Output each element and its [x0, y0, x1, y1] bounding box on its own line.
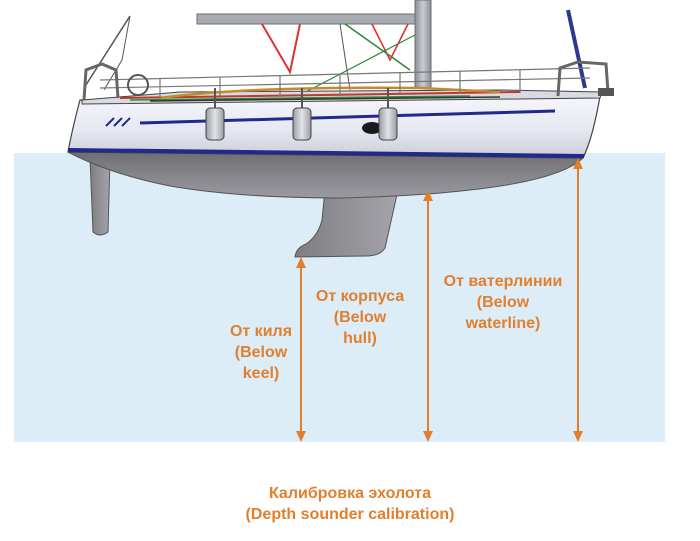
cove-ticks: [105, 117, 131, 127]
hull-underbody: [67, 151, 585, 199]
arrow-below-keel: [296, 257, 306, 442]
waterline-stripe: [67, 148, 585, 158]
caption-ru: Калибровка эхолота: [268, 485, 432, 502]
hull-topsides: [67, 95, 601, 159]
bow-pulpit: [556, 60, 610, 97]
label-below-waterline-en-2: waterline): [465, 315, 541, 332]
rigging: [83, 0, 587, 96]
arrow-below-hull: [423, 190, 433, 442]
label-below-keel-ru: От киля: [229, 323, 293, 340]
label-below-waterline: От ватерлинии (Below waterline): [418, 271, 588, 334]
depth-arrows: [296, 158, 583, 442]
caption-en: (Depth sounder calibration): [245, 506, 455, 523]
rudder: [89, 157, 111, 236]
bow-roller: [598, 88, 614, 96]
cabin-roof: [159, 86, 501, 100]
lifelines: [99, 67, 591, 100]
label-below-keel: От киля (Below keel): [206, 321, 316, 384]
arrow-below-waterline: [573, 158, 583, 442]
deck-lines: [119, 91, 521, 99]
label-below-waterline-ru: От ватерлинии: [443, 273, 563, 290]
label-below-hull-en-2: hull): [343, 330, 377, 347]
keel: [294, 189, 399, 258]
label-below-keel-en-2: keel): [242, 365, 280, 382]
boom: [196, 13, 420, 25]
stern-pulpit: [82, 62, 120, 101]
steering-wheel: [127, 74, 149, 96]
label-below-hull-en-1: (Below: [333, 309, 387, 326]
diagram-caption: Калибровка эхолота (Depth sounder calibr…: [150, 483, 550, 525]
mast: [414, 0, 432, 89]
label-below-hull-ru: От корпуса: [315, 288, 405, 305]
label-below-hull: От корпуса (Below hull): [305, 286, 415, 349]
label-below-waterline-en-1: (Below: [476, 294, 530, 311]
porthole: [362, 122, 382, 134]
label-below-keel-en-1: (Below: [234, 344, 288, 361]
transducers: [205, 88, 398, 141]
